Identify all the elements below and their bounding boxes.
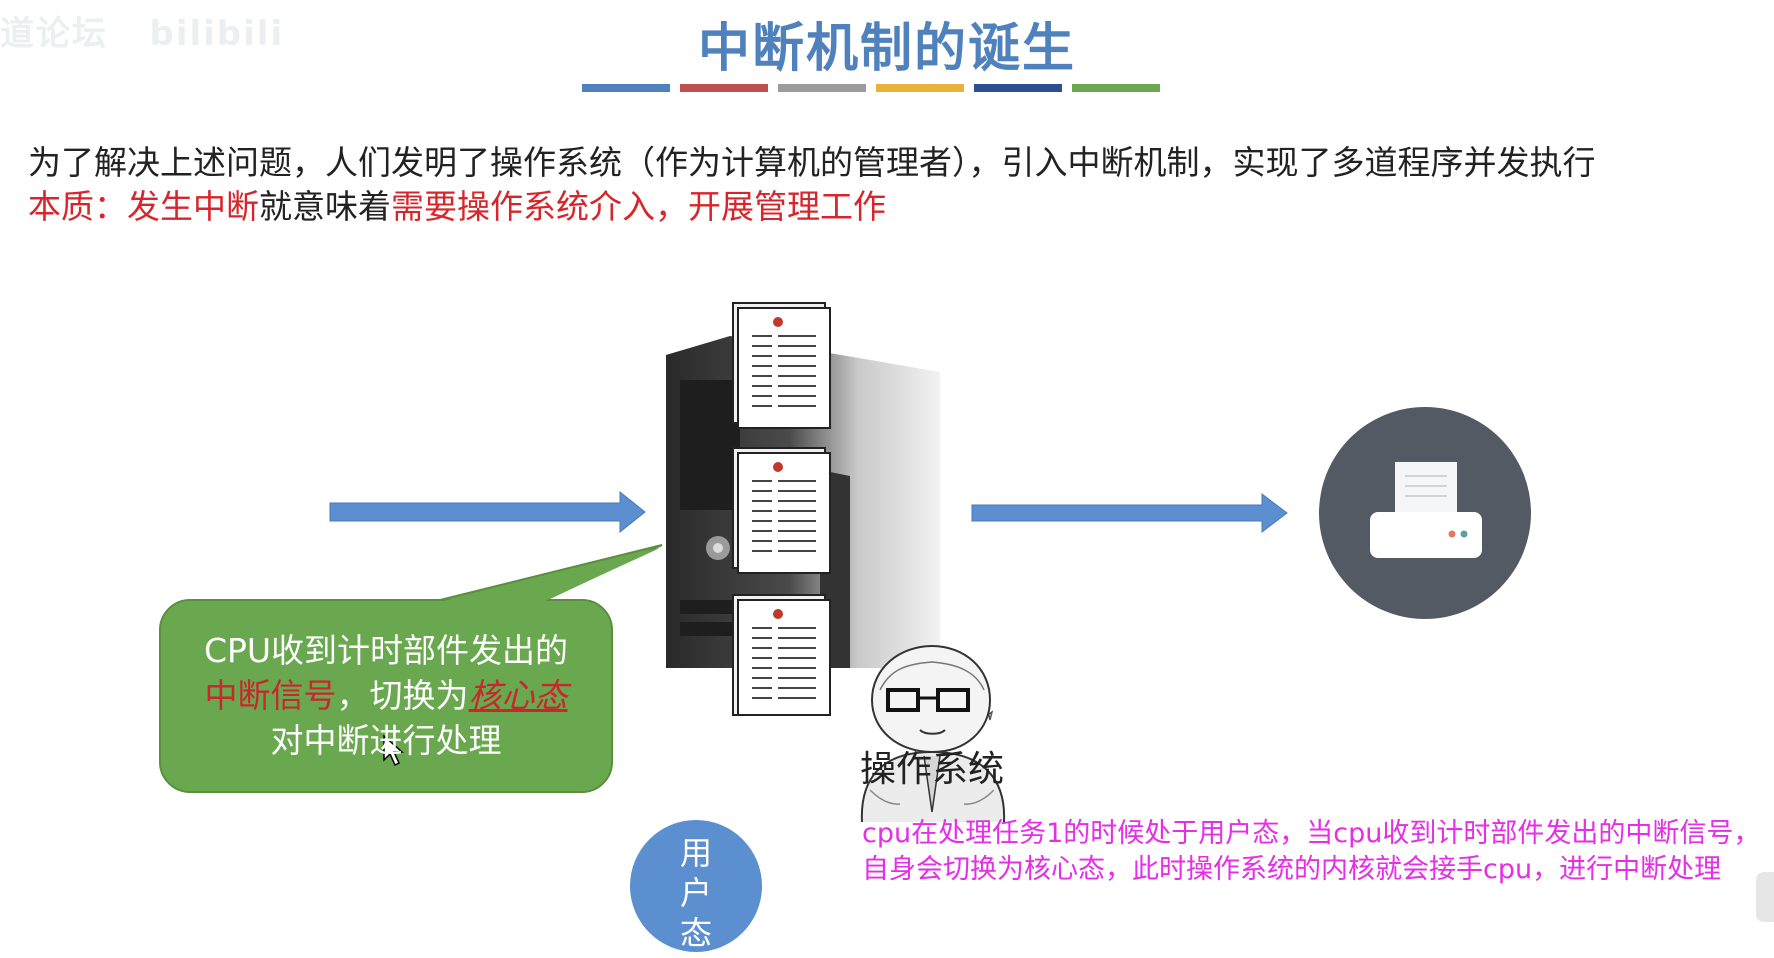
user-mode-char-1: 用 (679, 834, 712, 872)
title-bar-2 (680, 84, 768, 92)
os-label: 操作系统 (860, 749, 1005, 790)
annotation-note: cpu在处理任务1的时候处于用户态，当cpu收到计时部件发出的中断信号， 自身会… (862, 816, 1760, 888)
speech-bubble (159, 544, 663, 793)
title-bar-3 (778, 84, 866, 92)
bubble-text: CPU收到计时部件发出的 中断信号，切换为核心态 对中断进行处理 (160, 628, 612, 763)
title-bar-6 (1072, 84, 1160, 92)
slide-title: 中断机制的诞生 (697, 19, 1076, 79)
user-mode-char-3: 态 (679, 914, 712, 952)
mouse-cursor-icon (383, 734, 404, 767)
document-icon (732, 594, 831, 716)
annotation-line-1: cpu在处理任务1的时候处于用户态，当cpu收到计时部件发出的中断信号， (862, 818, 1761, 849)
bubble-line-1: CPU收到计时部件发出的 (203, 631, 569, 670)
intro-line-1: 为了解决上述问题，人们发明了操作系统（作为计算机的管理者），引入中断机制，实现了… (28, 143, 1596, 182)
kernel-mode-text: 核心态 (468, 676, 568, 715)
document-icon (732, 447, 831, 574)
title-bar-5 (974, 84, 1062, 92)
title-bar-1 (582, 84, 670, 92)
interrupt-signal-text: 中断信号 (204, 676, 337, 715)
title-bar-4 (876, 84, 964, 92)
arrow-right-icon (329, 490, 646, 534)
intro-line-2: 本质：发生中断就意味着需要操作系统介入，开展管理工作 (28, 180, 886, 228)
person-with-glasses-icon (860, 644, 1006, 823)
annotation-line-2: 自身会切换为核心态，此时操作系统的内核就会接手cpu，进行中断处理 (862, 854, 1722, 885)
arrow-right-icon (971, 492, 1288, 534)
watermark: 道论坛 bilibili (0, 14, 285, 54)
user-mode-badge: 用 户 态 (630, 820, 762, 952)
bubble-line-3: 对中断进行处理 (270, 721, 502, 760)
essence-statement: 需要操作系统介入，开展管理工作 (391, 187, 886, 226)
document-stack (732, 302, 831, 716)
printer-icon (1319, 407, 1531, 619)
bubble-connector: ，切换为 (336, 676, 469, 715)
document-icon (732, 302, 831, 429)
essence-connector: 就意味着 (259, 187, 391, 226)
user-mode-char-2: 户 (679, 874, 712, 912)
essence-label: 本质：发生中断 (28, 187, 259, 226)
bubble-line-2: 中断信号，切换为核心态 (160, 673, 612, 718)
side-scroll-handle[interactable] (1756, 872, 1774, 922)
